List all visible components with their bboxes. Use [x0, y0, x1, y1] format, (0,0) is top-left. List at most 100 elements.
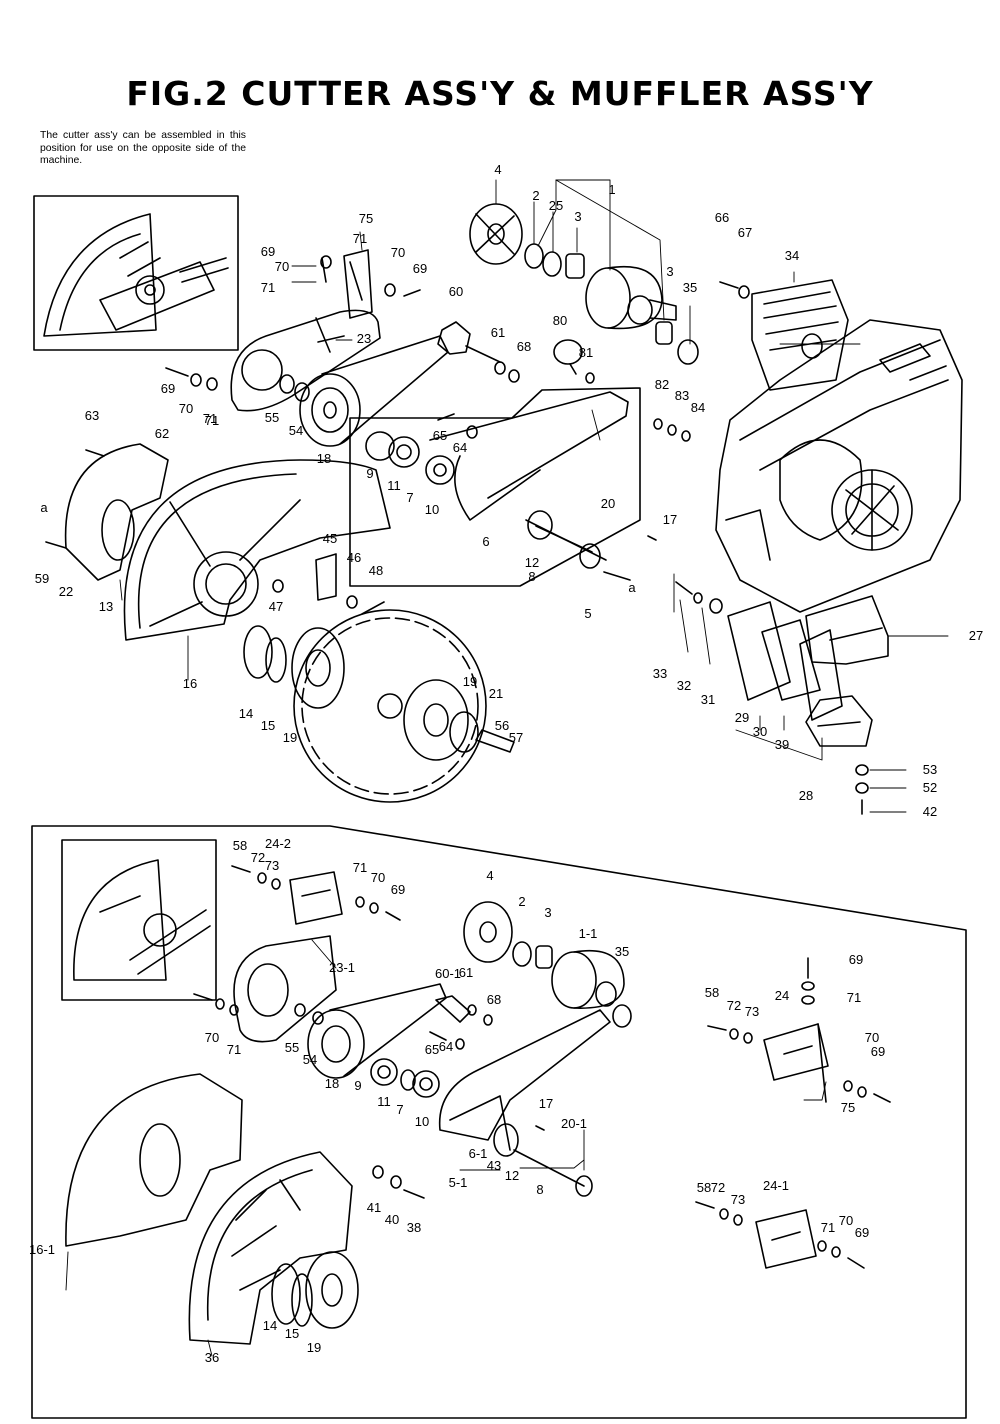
bracket-28: [805, 695, 873, 747]
callout-lower-68: 68: [487, 992, 501, 1007]
callout-upper-15: 15: [261, 718, 275, 733]
callout-upper-21: 21: [489, 686, 503, 701]
bracket-27: [805, 595, 889, 665]
engine-housing: [715, 319, 963, 613]
callout-lower-58: 58: [697, 1180, 711, 1195]
callout-lower-19: 19: [307, 1340, 321, 1355]
callout-upper-46: 46: [347, 550, 361, 565]
callout-upper-14: 14: [239, 706, 253, 721]
callout-lower-24-1: 24-1: [763, 1178, 789, 1193]
lower-fasteners: [193, 865, 891, 1269]
callout-upper-25: 25: [549, 198, 563, 213]
callout-lower-60-1: 60-1: [435, 966, 461, 981]
callout-upper-32: 32: [677, 678, 691, 693]
callout-lower-72: 72: [711, 1180, 725, 1195]
callout-upper-48: 48: [369, 563, 383, 578]
callout-lower-36: 36: [205, 1350, 219, 1365]
callout-upper-6: 6: [482, 534, 489, 549]
callout-lower-4: 4: [486, 868, 493, 883]
callout-lower-70: 70: [865, 1030, 879, 1045]
clutch-drum-1: [585, 265, 677, 330]
clutch-4: [469, 203, 523, 265]
lower-inset: [73, 859, 211, 981]
callout-upper-47: 47: [269, 599, 283, 614]
callout-upper-22: 22: [59, 584, 73, 599]
callout-upper-3: 3: [666, 264, 673, 279]
guard-36: [188, 1151, 353, 1345]
callout-lower-38: 38: [407, 1220, 421, 1235]
callout-upper-71: 71: [353, 231, 367, 246]
belt-cover-23: [230, 309, 381, 412]
callout-upper-33: 33: [653, 666, 667, 681]
callout-upper-83: 83: [675, 388, 689, 403]
callout-upper-70: 70: [275, 259, 289, 274]
callout-upper-20: 20: [601, 496, 615, 511]
callout-upper-35: 35: [683, 280, 697, 295]
callout-upper-63: 63: [85, 408, 99, 423]
callout-upper-52: 52: [923, 780, 937, 795]
callout-lower-58: 58: [233, 838, 247, 853]
callout-upper-8: 8: [528, 569, 535, 584]
knob-60: [437, 321, 501, 363]
callout-upper-60: 60: [449, 284, 463, 299]
diamond-blade: [293, 609, 487, 803]
callout-upper-71: 71: [261, 280, 275, 295]
callout-upper-12: 12: [525, 555, 539, 570]
callout-upper-54: 54: [289, 423, 303, 438]
callout-lower-64: 64: [439, 1039, 453, 1054]
callout-upper-53: 53: [923, 762, 937, 777]
callout-lower-71: 71: [821, 1220, 835, 1235]
callout-lower-24: 24: [775, 988, 789, 1003]
callout-lower-8: 8: [536, 1182, 543, 1197]
callout-upper-18: 18: [317, 451, 331, 466]
callout-lower-54: 54: [303, 1052, 317, 1067]
callout-upper-71: 71: [205, 413, 219, 428]
callout-upper-69: 69: [413, 261, 427, 276]
pulley-belt-18: [299, 335, 449, 447]
callout-lower-69: 69: [871, 1044, 885, 1059]
callout-upper-30: 30: [753, 724, 767, 739]
callout-upper-19: 19: [463, 674, 477, 689]
callout-lower-65: 65: [425, 1042, 439, 1057]
callout-upper-5: 5: [584, 606, 591, 621]
callout-upper-9: 9: [366, 466, 373, 481]
callout-upper-29: 29: [735, 710, 749, 725]
bolt-57: [475, 729, 515, 753]
callout-lower-35: 35: [615, 944, 629, 959]
callout-upper-66: 66: [715, 210, 729, 225]
bearing-3-lower: [535, 945, 553, 969]
callout-lower-9: 9: [354, 1078, 361, 1093]
bracket-24-2: [289, 871, 343, 925]
lower-frame: [31, 825, 967, 1419]
callout-lower-73: 73: [745, 1004, 759, 1019]
callout-upper-55: 55: [265, 410, 279, 425]
callout-lower-24-2: 24-2: [265, 836, 291, 851]
lower-leader-lines: [65, 939, 827, 1357]
cam-80: [553, 339, 583, 375]
callout-lower-18: 18: [325, 1076, 339, 1091]
clutch-4-lower: [463, 901, 513, 963]
callout-upper-11: 11: [387, 478, 401, 493]
callout-upper-27: 27: [969, 628, 983, 643]
callout-lower-58: 58: [705, 985, 719, 1000]
washer-55: [279, 374, 295, 394]
callout-upper-56: 56: [495, 718, 509, 733]
washer-2: [524, 243, 544, 269]
flange-19b: [403, 679, 469, 761]
callout-upper-45: 45: [323, 531, 337, 546]
rear-guard-13: [64, 443, 169, 581]
callout-lower-73: 73: [731, 1192, 745, 1207]
callout-upper-2: 2: [532, 188, 539, 203]
callout-lower-61: 61: [459, 965, 473, 980]
washer-25: [542, 251, 562, 277]
callout-lower-1-1: 1-1: [579, 926, 598, 941]
bracket-24: [763, 1023, 829, 1103]
flange-19: [291, 627, 345, 709]
callout-lower-71: 71: [847, 990, 861, 1005]
callout-upper-13: 13: [99, 599, 113, 614]
callout-upper-a: a: [40, 500, 48, 515]
callout-lower-6-1: 6-1: [469, 1146, 488, 1161]
ring-15-lower: [291, 1273, 313, 1327]
callout-upper-75: 75: [359, 211, 373, 226]
